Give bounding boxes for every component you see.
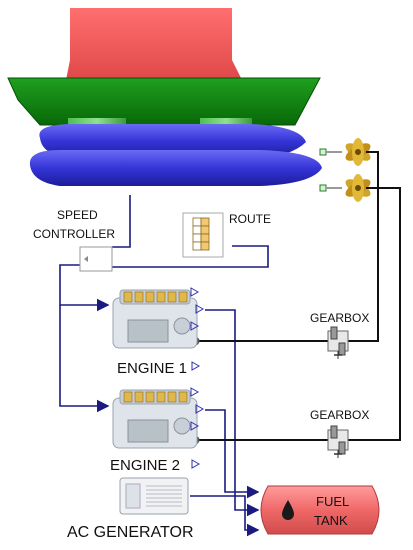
fuel-tank-block[interactable] xyxy=(260,485,380,535)
table-icon xyxy=(192,217,210,251)
vessel-model xyxy=(7,8,322,186)
generator-icon[interactable] xyxy=(119,477,189,515)
engine1-output-ports xyxy=(190,287,205,371)
signal-lines xyxy=(59,195,269,537)
propeller-icon xyxy=(319,174,371,202)
fuel-tank-label-1: FUEL xyxy=(316,494,349,509)
fuel-tank-label-2: TANK xyxy=(314,513,348,528)
speed-controller-label-2: CONTROLLER xyxy=(33,227,115,241)
gearbox2-label: GEARBOX xyxy=(310,408,369,422)
propeller-icon xyxy=(319,138,371,166)
pontoon-front xyxy=(29,150,322,186)
diesel-engine-icon[interactable] xyxy=(112,389,198,449)
shaft-lines xyxy=(198,151,401,441)
speed-controller-input-port xyxy=(84,256,88,262)
diesel-engine-icon[interactable] xyxy=(112,289,198,349)
route-label: ROUTE xyxy=(229,212,271,226)
speed-controller-label-1: SPEED xyxy=(57,208,98,222)
fuel-drop-icon xyxy=(282,500,294,520)
deck-hull xyxy=(7,77,321,126)
pontoon-rear xyxy=(39,124,306,158)
gearbox-icon[interactable] xyxy=(327,326,349,359)
gearbox-icon[interactable] xyxy=(327,425,349,458)
gearbox1-label: GEARBOX xyxy=(310,311,369,325)
superstructure xyxy=(66,8,242,80)
engine1-label: ENGINE 1 xyxy=(117,360,187,377)
ac-generator-label: AC GENERATOR xyxy=(67,524,194,541)
engine2-output-ports xyxy=(190,387,205,469)
engine2-label: ENGINE 2 xyxy=(110,457,180,474)
